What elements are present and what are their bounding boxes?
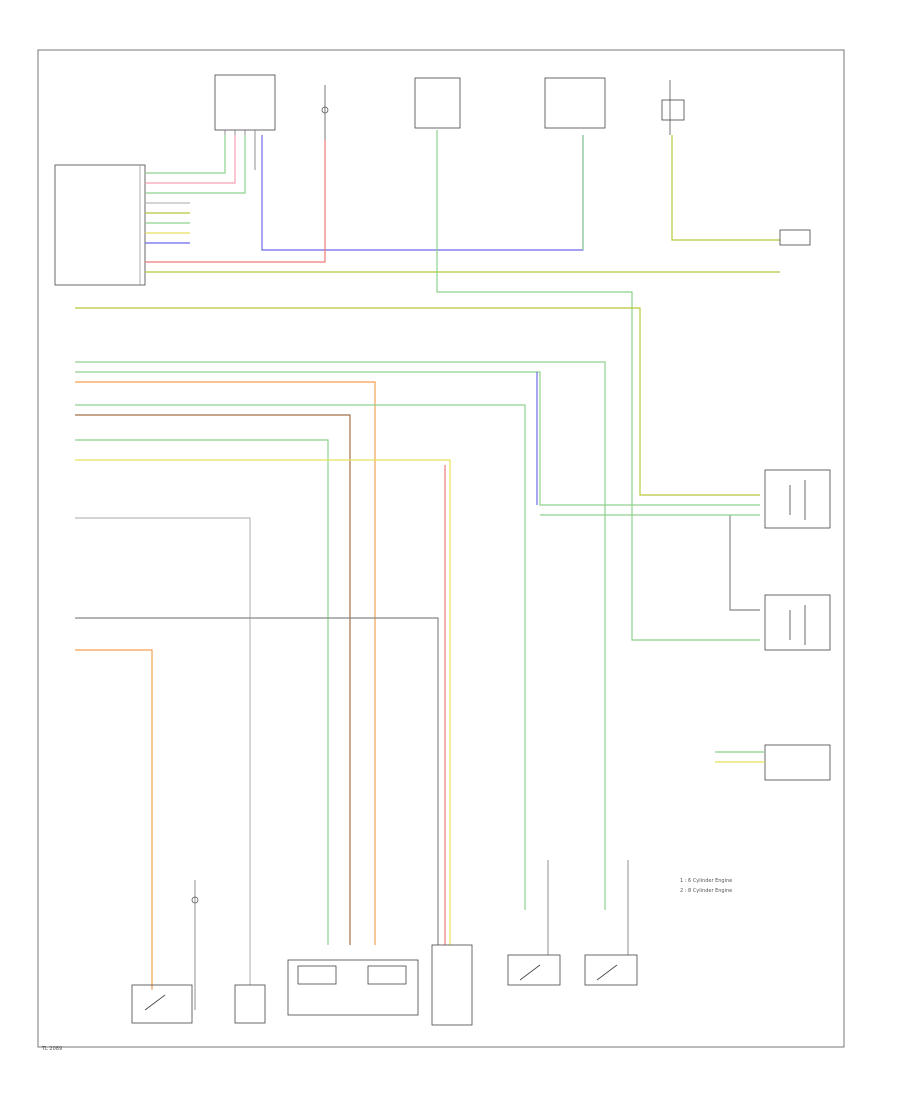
diagram-frame (37, 49, 845, 1048)
bottom-switch-box-3 (287, 959, 419, 1016)
right-relay-box-1 (764, 469, 831, 529)
legend-item-1: 1 : 6 Cylinder Engine (680, 878, 732, 884)
top-box-2 (414, 77, 461, 129)
instrument-cluster-connector (54, 164, 146, 286)
top-switch-fuse (321, 85, 329, 140)
right-relay-box-2 (764, 594, 831, 651)
bottom-relay-6 (584, 860, 638, 986)
bottom-sensor-2 (234, 984, 266, 1024)
bottom-connector-4 (431, 944, 473, 1026)
page-code: TL 2089 (41, 1046, 62, 1052)
legend-item-2: 2 : 8 Cylinder Engine (680, 888, 732, 894)
top-relay-4 (661, 80, 685, 135)
legend: 1 : 6 Cylinder Engine 2 : 8 Cylinder Eng… (680, 878, 732, 894)
right-connector-3 (715, 744, 831, 781)
top-box-3 (544, 77, 606, 129)
bottom-relay-5 (507, 860, 561, 986)
right-sensor-top (779, 229, 811, 246)
wire-harness (75, 130, 780, 990)
bottom-switch-1 (131, 984, 193, 1024)
bottom-ground-1 (191, 880, 199, 1010)
